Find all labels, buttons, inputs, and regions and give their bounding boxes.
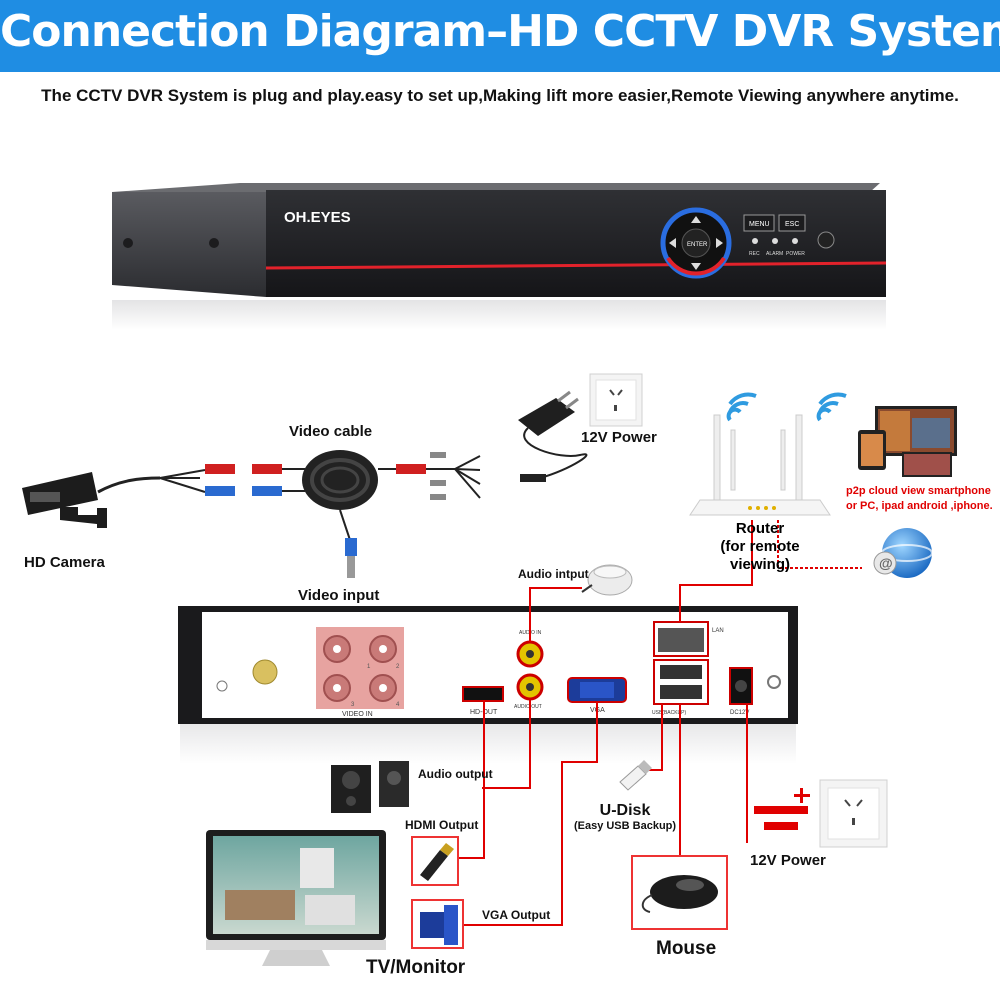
enter-button-label: ENTER — [687, 242, 708, 248]
led-label-power: POWER — [786, 251, 805, 257]
led-label-rec: REC — [749, 251, 760, 257]
router-icon — [690, 415, 830, 515]
svg-text:@: @ — [879, 555, 893, 571]
esc-button-label: ESC — [785, 221, 799, 228]
dc-power-icon — [754, 788, 810, 830]
audio-output-label: Audio output — [418, 767, 493, 781]
udisk-label-title: U-Disk — [566, 802, 684, 820]
dvr-brand: OH.EYES — [284, 209, 351, 226]
p2p-note-line2: or PC, ipad android ,iphone. — [846, 499, 993, 514]
hdmi-output-label: HDMI Output — [405, 818, 478, 832]
devices-icon — [858, 406, 957, 477]
monitor-icon — [206, 830, 386, 966]
video-input-label: Video input — [298, 587, 379, 604]
wall-outlet-icon — [820, 780, 887, 847]
audio-input-label: Audio intput — [518, 567, 589, 581]
power-adapter-icon — [518, 392, 586, 482]
speaker-icon — [331, 761, 409, 813]
port-label-video-in: VIDEO IN — [342, 711, 373, 718]
globe-icon: @ — [874, 528, 932, 578]
wall-outlet-icon — [590, 374, 642, 426]
router-label-note: (for remote viewing) — [690, 538, 830, 574]
mouse-label: Mouse — [656, 938, 716, 960]
p2p-note: p2p cloud view smartphone or PC, ipad an… — [846, 484, 993, 514]
dvr-back-panel — [178, 606, 798, 764]
hd-camera-label: HD Camera — [24, 554, 105, 571]
port-label-usb: USB(BACKUP) — [652, 710, 687, 716]
router-label-title: Router — [690, 520, 830, 538]
udisk-label: U-Disk (Easy USB Backup) — [566, 802, 684, 832]
port-label-audio-out: AUDIO OUT — [514, 704, 542, 710]
power-label-bottom: 12V Power — [750, 852, 826, 869]
p2p-note-line1: p2p cloud view smartphone — [846, 484, 993, 499]
camera-icon — [22, 472, 107, 528]
video-cable-icon — [158, 450, 480, 540]
udisk-label-note: (Easy USB Backup) — [566, 820, 684, 832]
microphone-icon — [582, 565, 632, 595]
menu-button-label: MENU — [749, 221, 770, 228]
bnc-connector-icon — [345, 538, 357, 578]
power-label-top: 12V Power — [581, 429, 657, 446]
video-cable-label: Video cable — [289, 423, 372, 440]
wifi-icon — [729, 395, 846, 420]
vga-output-label: VGA Output — [482, 908, 550, 922]
port-label-lan: LAN — [712, 628, 724, 634]
router-label: Router (for remote viewing) — [690, 520, 830, 574]
led-label-alarm: ALARM — [766, 251, 783, 257]
usb-stick-icon — [620, 760, 652, 790]
tv-monitor-label: TV/Monitor — [366, 957, 465, 979]
